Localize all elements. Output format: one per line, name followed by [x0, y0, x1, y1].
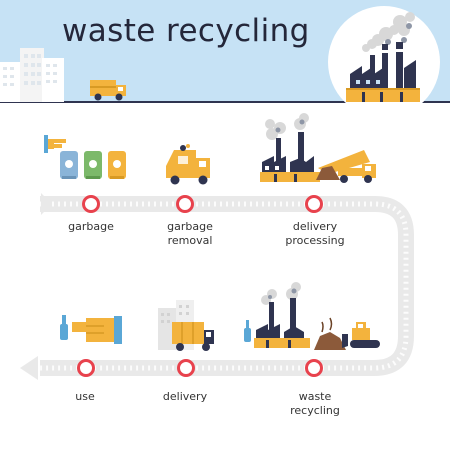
sorting-bins-icon	[60, 151, 126, 179]
step-label-line: delivery	[292, 220, 338, 233]
step-label-delivery-processing: delivery processing	[270, 220, 360, 248]
flow-arrow-icon	[20, 193, 414, 380]
step-label-use: use	[40, 390, 130, 404]
garbage-truck-icon	[166, 144, 210, 185]
bottle-icon	[244, 320, 251, 342]
recycling-plant-icon	[260, 113, 320, 182]
bottle-icon	[60, 315, 68, 340]
delivery-truck-icon	[172, 322, 214, 351]
step-marker-icon	[77, 359, 95, 377]
step-marker-icon	[82, 195, 100, 213]
step-label-garbage-removal: garbage removal	[145, 220, 235, 248]
page-title: waste recycling	[62, 13, 310, 49]
step-label-delivery: delivery	[140, 390, 230, 404]
step-label-line: garbage	[167, 220, 213, 233]
hand-icon	[72, 316, 122, 344]
step-marker-icon	[176, 195, 194, 213]
step-label-line: waste	[298, 390, 332, 403]
step-label-line: recycling	[290, 404, 340, 417]
city-buildings-icon	[0, 48, 64, 102]
step-label-waste-recycling: waste recycling	[270, 390, 360, 418]
step-marker-icon	[177, 359, 195, 377]
step-marker-icon	[305, 195, 323, 213]
bulldozer-icon	[342, 322, 380, 348]
step-label-line: garbage	[68, 220, 114, 233]
waste-pile-icon	[314, 317, 346, 350]
step-label-line: processing	[285, 234, 345, 247]
waste-pile-icon	[316, 166, 340, 180]
step-label-line: use	[75, 390, 95, 403]
step-marker-icon	[305, 359, 323, 377]
step-label-garbage: garbage	[46, 220, 136, 234]
ground-line	[0, 101, 450, 103]
recycling-plant-icon	[346, 12, 420, 102]
step-label-line: removal	[167, 234, 213, 247]
hand-throwing-icon	[44, 135, 66, 153]
step-label-line: delivery	[162, 390, 208, 403]
recycling-plant-icon	[254, 282, 310, 348]
garbage-truck-icon	[90, 80, 126, 101]
